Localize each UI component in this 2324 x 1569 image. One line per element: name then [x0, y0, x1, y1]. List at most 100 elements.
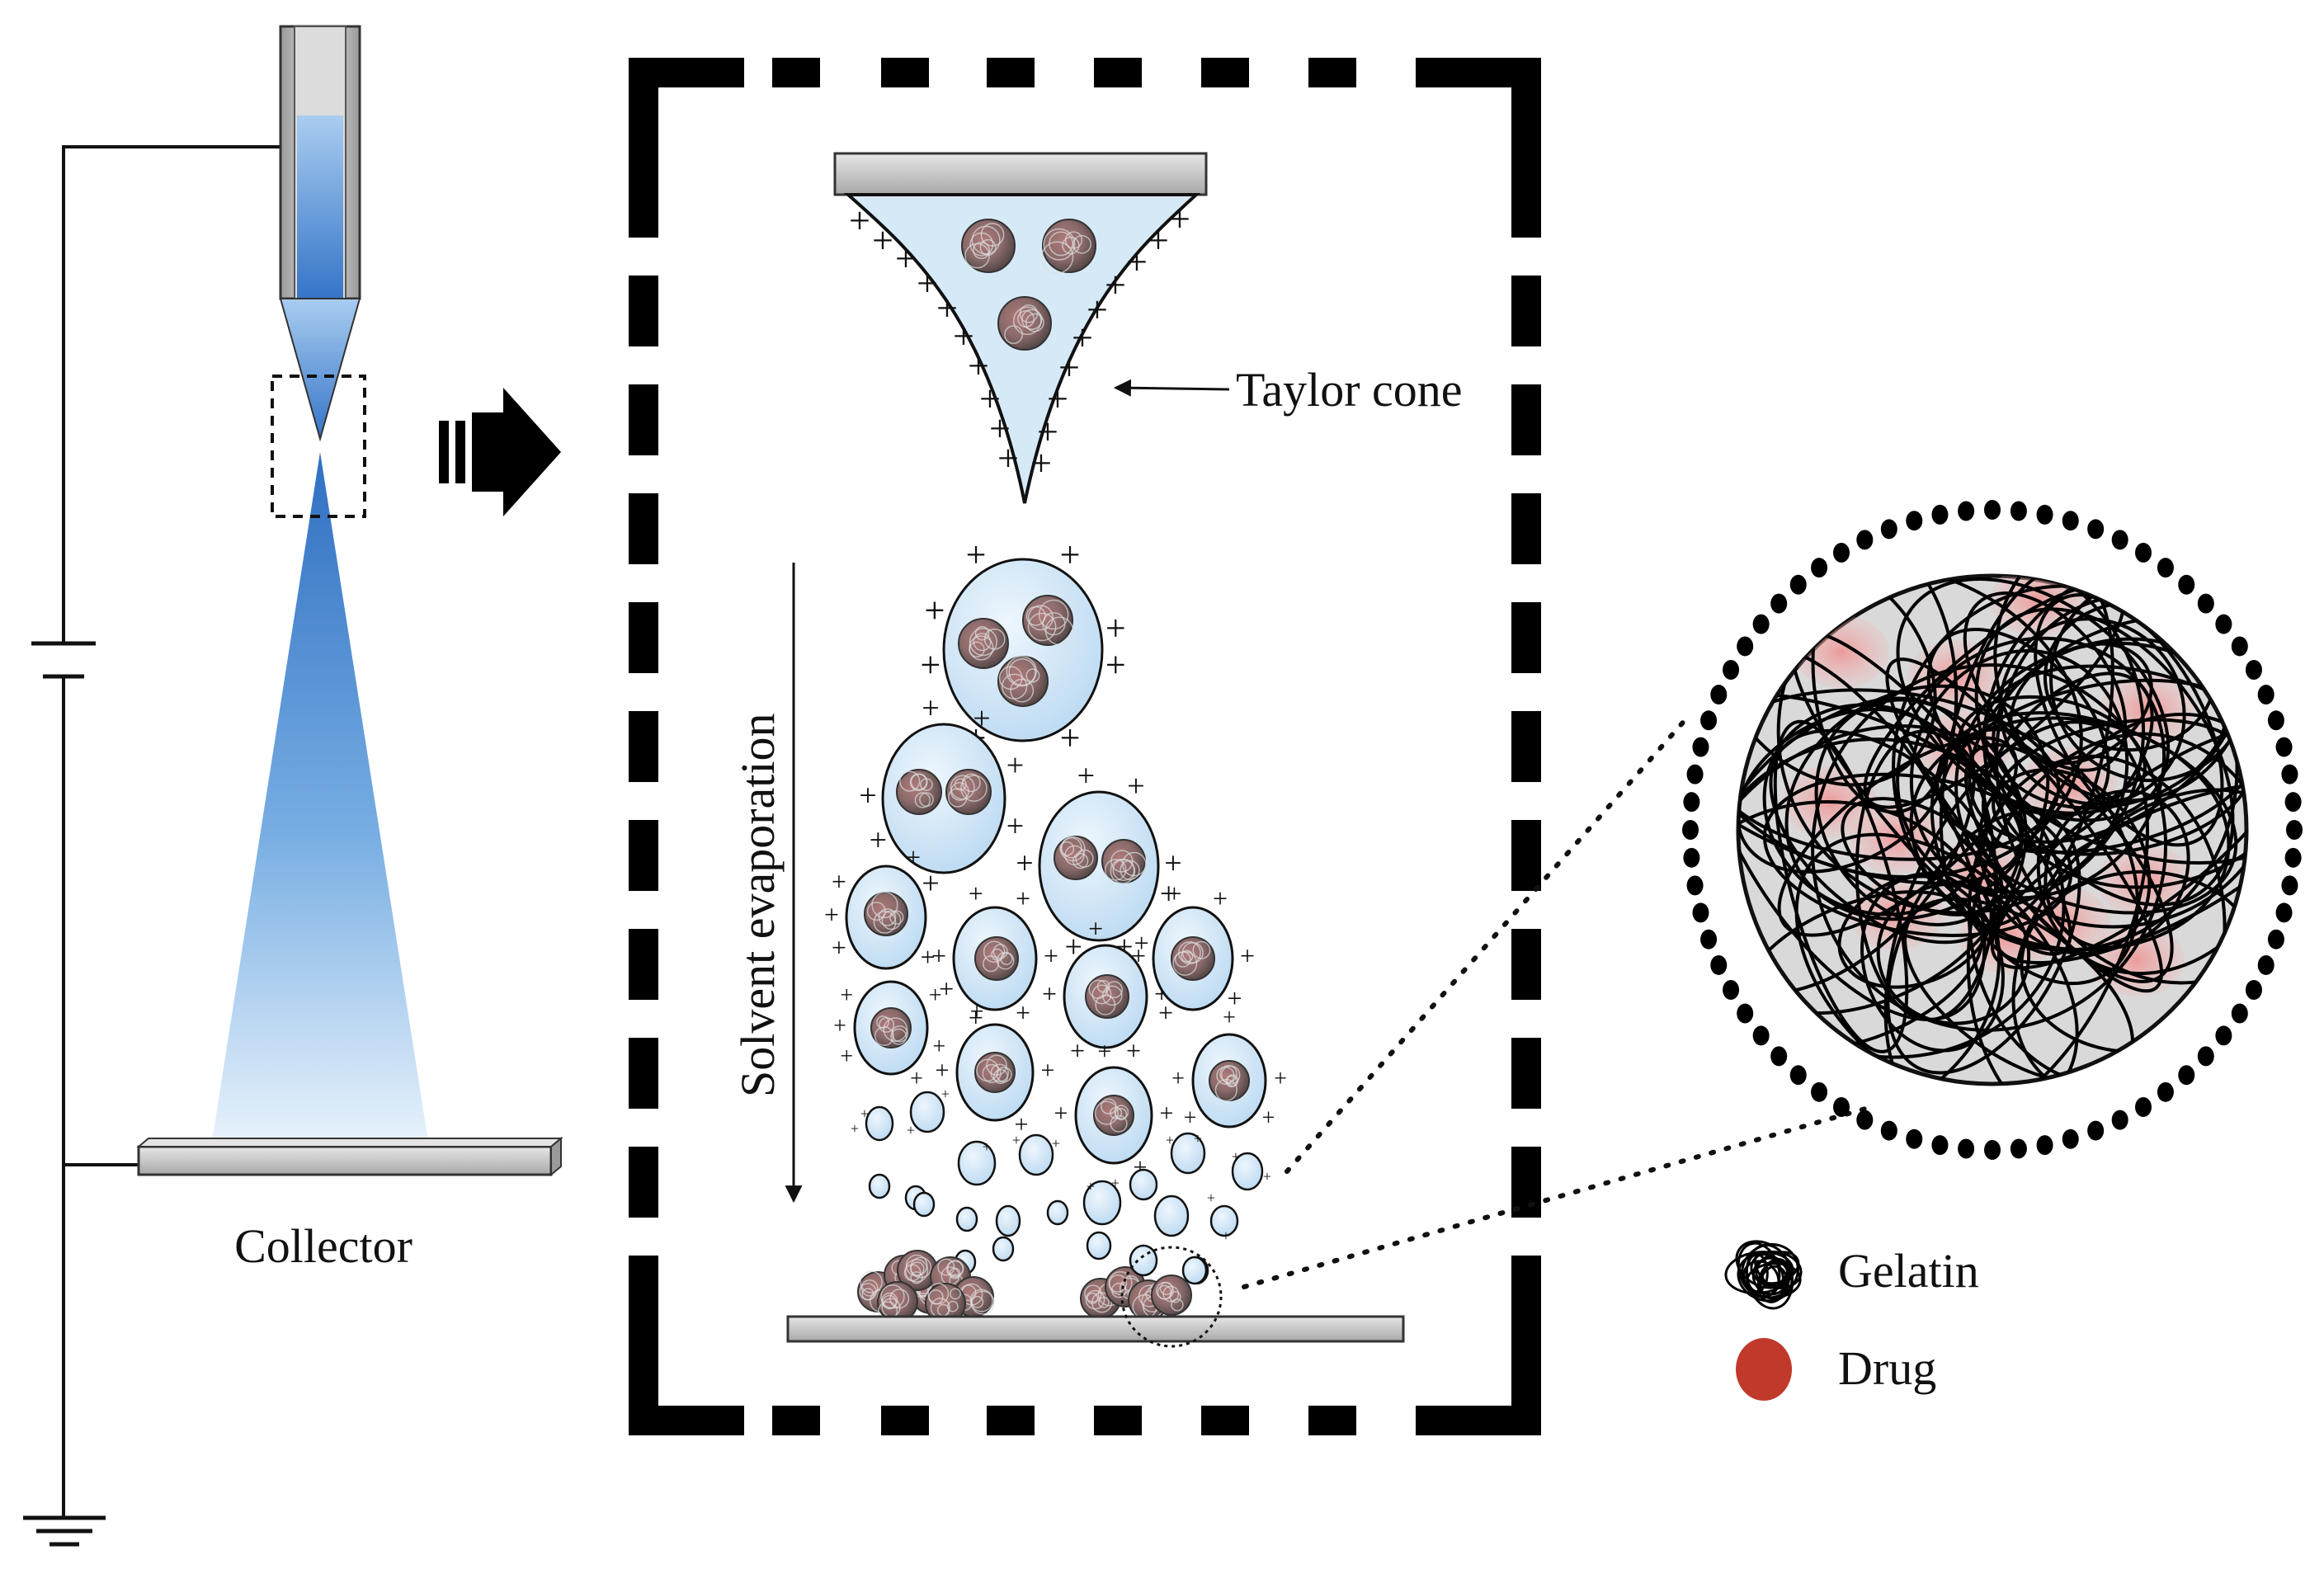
gelatin-particle	[1171, 936, 1215, 981]
frame-dash	[629, 820, 658, 891]
charge-symbol: +	[1274, 1066, 1287, 1091]
frame-dash	[1094, 58, 1142, 87]
circuit-wire	[62, 145, 280, 1518]
charge-symbol: +	[1060, 718, 1081, 758]
charge-symbol: +	[1171, 1066, 1185, 1091]
charge-symbol: +	[860, 1105, 869, 1122]
taylor-cone-label: Taylor cone	[1236, 363, 1463, 417]
legend-drug-label: Drug	[1838, 1341, 1936, 1395]
charged-droplet: ++++++	[833, 980, 945, 1092]
charge-symbol: +	[1060, 535, 1081, 575]
frame-dash	[1511, 276, 1541, 346]
charge-symbol: +	[1184, 1105, 1197, 1131]
gelatin-particle	[1022, 595, 1074, 646]
needle	[279, 25, 361, 442]
frame-dash	[1511, 929, 1541, 1000]
frame-dash	[629, 384, 658, 455]
spray-plume	[211, 452, 429, 1147]
frame-dash	[1511, 820, 1541, 891]
charge-symbol: +	[953, 315, 974, 357]
charged-droplet: + + + +	[1054, 1038, 1174, 1181]
charge-symbol: +	[966, 535, 987, 575]
small-droplet	[1086, 1231, 1112, 1260]
charge-symbol: +	[849, 200, 870, 242]
charge-symbol: +	[1126, 1036, 1141, 1066]
frame-dash	[1511, 493, 1541, 564]
charge-symbol: +	[1160, 1100, 1174, 1127]
gelatin-particle	[974, 1052, 1016, 1093]
frame-dash	[1308, 58, 1356, 87]
small-droplet	[912, 1191, 936, 1218]
small-droplet	[955, 1206, 978, 1232]
frame-dash	[1511, 1287, 1541, 1435]
frame-dash	[629, 167, 658, 238]
frame-dash	[629, 1147, 658, 1218]
charge-symbol: +	[832, 932, 846, 962]
charge-symbol: +	[1037, 411, 1058, 453]
charge-symbol: +	[969, 1003, 983, 1033]
charge-symbol: +	[917, 262, 938, 304]
charge-symbol: +	[1016, 998, 1030, 1028]
charge-symbol: +	[1054, 1100, 1068, 1127]
charge-symbol: +	[1006, 809, 1024, 844]
gelatin-particle	[896, 769, 942, 815]
charge-symbol: +	[907, 1122, 915, 1138]
gelatin-particle	[997, 656, 1049, 707]
charge-symbol: +	[1127, 769, 1144, 803]
zoom-region-box	[271, 375, 366, 518]
gelatin-particle	[1101, 839, 1147, 884]
gelatin-particle	[1054, 836, 1098, 880]
frame-dash	[1511, 167, 1541, 238]
deposited-particles	[857, 1244, 1208, 1324]
charge-symbol: +	[1016, 846, 1033, 881]
charge-symbol: +	[1105, 264, 1126, 306]
collector-plate	[136, 1136, 563, 1177]
charge-symbol: +	[1228, 983, 1242, 1013]
small-droplet	[1231, 1152, 1264, 1191]
magnified-panel: ++++++++++++++++++++ Taylor cone Solvent…	[629, 58, 1541, 1435]
frame-dash	[772, 1406, 820, 1435]
charge-symbol: +	[924, 590, 945, 630]
gelatin-particle	[1209, 1060, 1250, 1102]
charge-symbol: +	[872, 219, 893, 262]
charge-symbol: +	[895, 238, 917, 280]
zoom-line-upper	[1285, 715, 1690, 1174]
gelatin-coils	[1738, 576, 2246, 1084]
frame-dash	[629, 929, 658, 1000]
charge-symbol: +	[969, 879, 983, 908]
legend-gelatin-label: Gelatin	[1838, 1244, 1979, 1298]
charge-symbol: +	[833, 1013, 846, 1039]
charge-symbol: +	[1240, 940, 1255, 970]
charge-symbol: +	[939, 973, 954, 1003]
charge-symbol: +	[1016, 883, 1030, 913]
frame-dash	[1308, 1406, 1356, 1435]
charge-symbol: +	[824, 899, 839, 929]
small-droplet	[995, 1204, 1021, 1237]
gelatin-particle	[864, 891, 908, 936]
gelatin-particle	[1040, 219, 1096, 274]
charge-symbol: +	[936, 1057, 950, 1084]
gelatin-particle	[1093, 1095, 1134, 1136]
charge-symbol: +	[1012, 1132, 1021, 1148]
charge-symbol: +	[1052, 1135, 1060, 1152]
charged-droplet: +++++++	[859, 690, 1024, 901]
charge-symbol: +	[1207, 1190, 1215, 1206]
charge-symbol: +	[997, 437, 1019, 479]
collector-label: Collector	[234, 1219, 412, 1273]
frame-dash	[629, 711, 658, 782]
charge-symbol: +	[920, 644, 940, 685]
charge-symbol: +	[1167, 879, 1181, 908]
small-droplet	[1181, 1256, 1208, 1285]
charged-droplet: +++++	[1171, 1005, 1287, 1131]
charge-symbol: +	[1088, 914, 1103, 944]
nanoparticle-closeup	[1682, 500, 2303, 1160]
frame-dash	[881, 58, 929, 87]
frame-dash	[772, 58, 820, 87]
droplets-group: ++++++++++++++++++++++++++++++++++++++++…	[824, 535, 1287, 1285]
charge-symbol: +	[1148, 219, 1169, 262]
charge-symbol: +	[932, 1034, 945, 1060]
cone-charges: ++++++++++++++++++++	[849, 198, 1190, 484]
frame-dash	[629, 276, 658, 346]
small-droplet	[1018, 1133, 1054, 1176]
frame-dash	[1201, 58, 1249, 87]
